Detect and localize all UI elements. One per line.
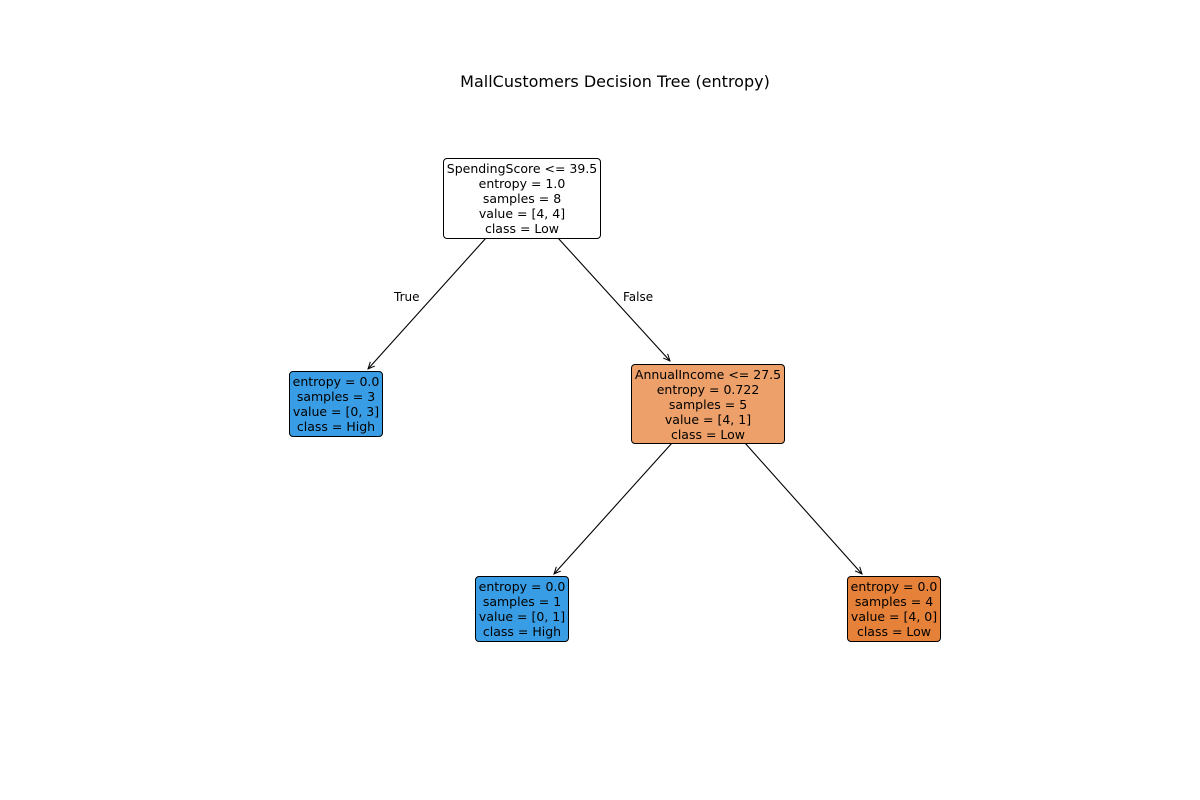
node-line: value = [4, 0] [850, 609, 938, 624]
node-line: entropy = 0.0 [478, 579, 566, 594]
node-line: samples = 5 [668, 396, 748, 412]
node-line: class = Low [484, 221, 560, 236]
node-line: samples = 4 [854, 594, 934, 609]
tree-node-right: AnnualIncome <= 27.5 entropy = 0.722 sam… [631, 364, 785, 444]
tree-node-right-right-leaf: entropy = 0.0 samples = 4 value = [4, 0]… [847, 576, 941, 642]
node-line: AnnualIncome <= 27.5 [634, 366, 782, 382]
tree-node-root: SpendingScore <= 39.5 entropy = 1.0 samp… [443, 158, 601, 239]
edge-label-false: False [623, 290, 654, 304]
tree-node-left-leaf: entropy = 0.0 samples = 3 value = [0, 3]… [289, 371, 383, 437]
node-line: SpendingScore <= 39.5 [446, 161, 598, 176]
edge-root-to-left [368, 237, 487, 369]
node-line: samples = 8 [482, 191, 562, 206]
node-line: value = [0, 3] [292, 404, 380, 419]
node-line: value = [4, 4] [478, 206, 566, 221]
node-line: samples = 3 [296, 389, 376, 404]
node-line: value = [0, 1] [478, 609, 566, 624]
figure-title: MallCustomers Decision Tree (entropy) [460, 72, 770, 91]
edge-right-to-right-left [554, 442, 673, 574]
node-line: entropy = 0.0 [850, 579, 938, 594]
node-line: class = Low [856, 624, 932, 639]
tree-node-right-left-leaf: entropy = 0.0 samples = 1 value = [0, 1]… [475, 576, 569, 642]
node-line: samples = 1 [482, 594, 562, 609]
node-line: entropy = 0.722 [656, 381, 760, 397]
node-line: entropy = 1.0 [478, 176, 566, 191]
edge-right-to-right-right [744, 442, 862, 574]
node-line: class = High [296, 419, 376, 434]
node-line: class = High [482, 624, 562, 639]
node-line: value = [4, 1] [664, 411, 752, 427]
node-line: class = Low [670, 426, 746, 442]
edge-label-true: True [394, 290, 420, 304]
edge-root-to-right [557, 237, 670, 361]
node-line: entropy = 0.0 [292, 374, 380, 389]
